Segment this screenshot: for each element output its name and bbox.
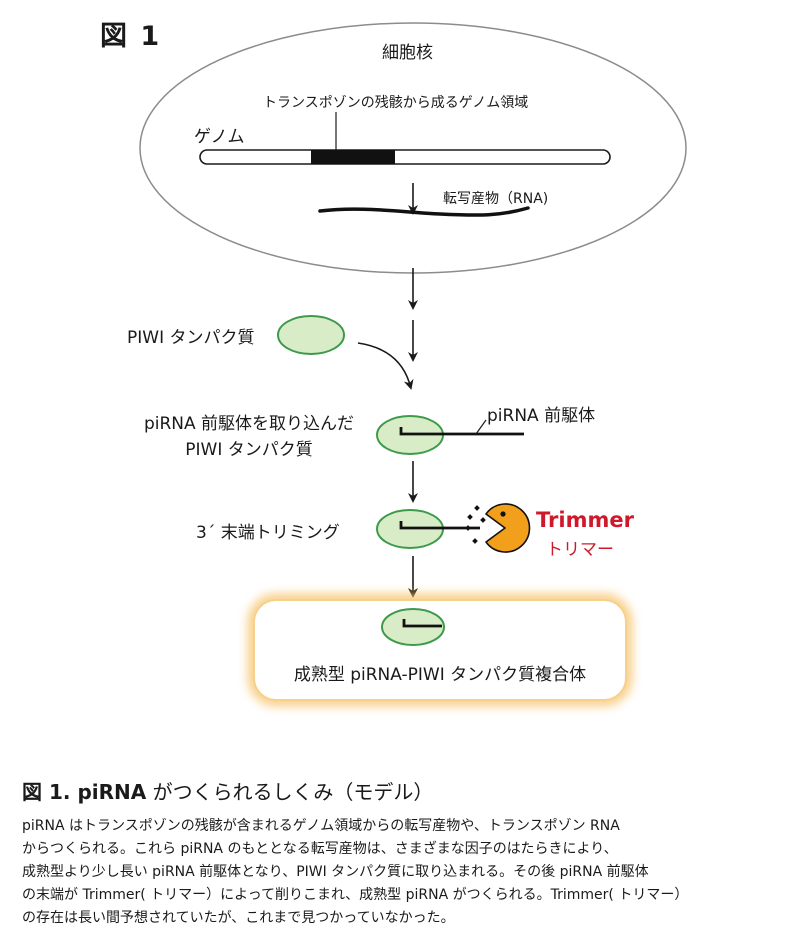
fragment bbox=[467, 514, 473, 520]
fragment bbox=[474, 505, 480, 511]
piwi-protein bbox=[277, 315, 345, 355]
nucleus-label: 細胞核 bbox=[382, 43, 433, 63]
trimming-strand bbox=[399, 521, 480, 530]
caption-line: の存在は長い間予想されていたが、これまで見つかっていなかった。 bbox=[22, 910, 455, 926]
precursor-label: piRNA 前駆体 bbox=[487, 406, 596, 426]
caption-title: 図 1. piRNA がつくられるしくみ（モデル） bbox=[22, 776, 433, 805]
loaded-label-line1: piRNA 前駆体を取り込んだ bbox=[143, 414, 355, 434]
mature-complex-box bbox=[253, 599, 627, 701]
fragment bbox=[480, 517, 486, 523]
loaded-label-line2: PIWI タンパク質 bbox=[185, 440, 313, 460]
genome-bar bbox=[199, 149, 611, 165]
pathway-diagram bbox=[139, 22, 687, 706]
figure-label: 図 1 bbox=[100, 21, 162, 52]
trimmer-label: Trimmer bbox=[536, 508, 634, 532]
trimmer-eye bbox=[500, 511, 506, 517]
piwi-protein-label: PIWI タンパク質 bbox=[127, 328, 255, 348]
transcript-label: 転写産物（RNA) bbox=[443, 191, 549, 207]
transposon-region bbox=[311, 150, 395, 164]
fragment bbox=[465, 525, 471, 531]
fragment bbox=[472, 538, 478, 544]
precursor-strand bbox=[399, 427, 524, 436]
caption-line: の末端が Trimmer( トリマー）によって削りこまれ、成熟型 piRNA が… bbox=[22, 887, 689, 903]
mature-complex-label: 成熟型 piRNA-PIWI タンパク質複合体 bbox=[293, 665, 587, 685]
trimming-label: 3´ 末端トリミング bbox=[196, 523, 340, 543]
rna-transcript bbox=[318, 206, 530, 217]
caption-title-rest: がつくられるしくみ（モデル） bbox=[146, 780, 434, 804]
trimmer-enzyme bbox=[485, 503, 531, 553]
precursor-pointer bbox=[475, 419, 487, 435]
caption-line: からつくられる。これら piRNA のもととなる転写産物は、さまざまな因子のはた… bbox=[22, 841, 618, 857]
caption-body: piRNA はトランスポゾンの残骸が含まれるゲノム領域からの転写産物や、トランス… bbox=[22, 815, 792, 930]
caption-line: 成熟型より少し長い piRNA 前駆体となり、PIWI タンパク質に取り込まれる… bbox=[22, 864, 649, 880]
mature-pirna bbox=[402, 619, 442, 628]
piwi-entry-arrow bbox=[357, 342, 414, 390]
genome-label: ゲノム bbox=[194, 127, 245, 147]
caption-title-bold: 図 1. piRNA bbox=[22, 780, 147, 804]
transposon-region-label: トランスポゾンの残骸から成るゲノム領域 bbox=[263, 95, 529, 111]
caption-line: piRNA はトランスポゾンの残骸が含まれるゲノム領域からの転写産物や、トランス… bbox=[22, 818, 620, 834]
trimmer-jp-label: トリマー bbox=[546, 540, 614, 560]
